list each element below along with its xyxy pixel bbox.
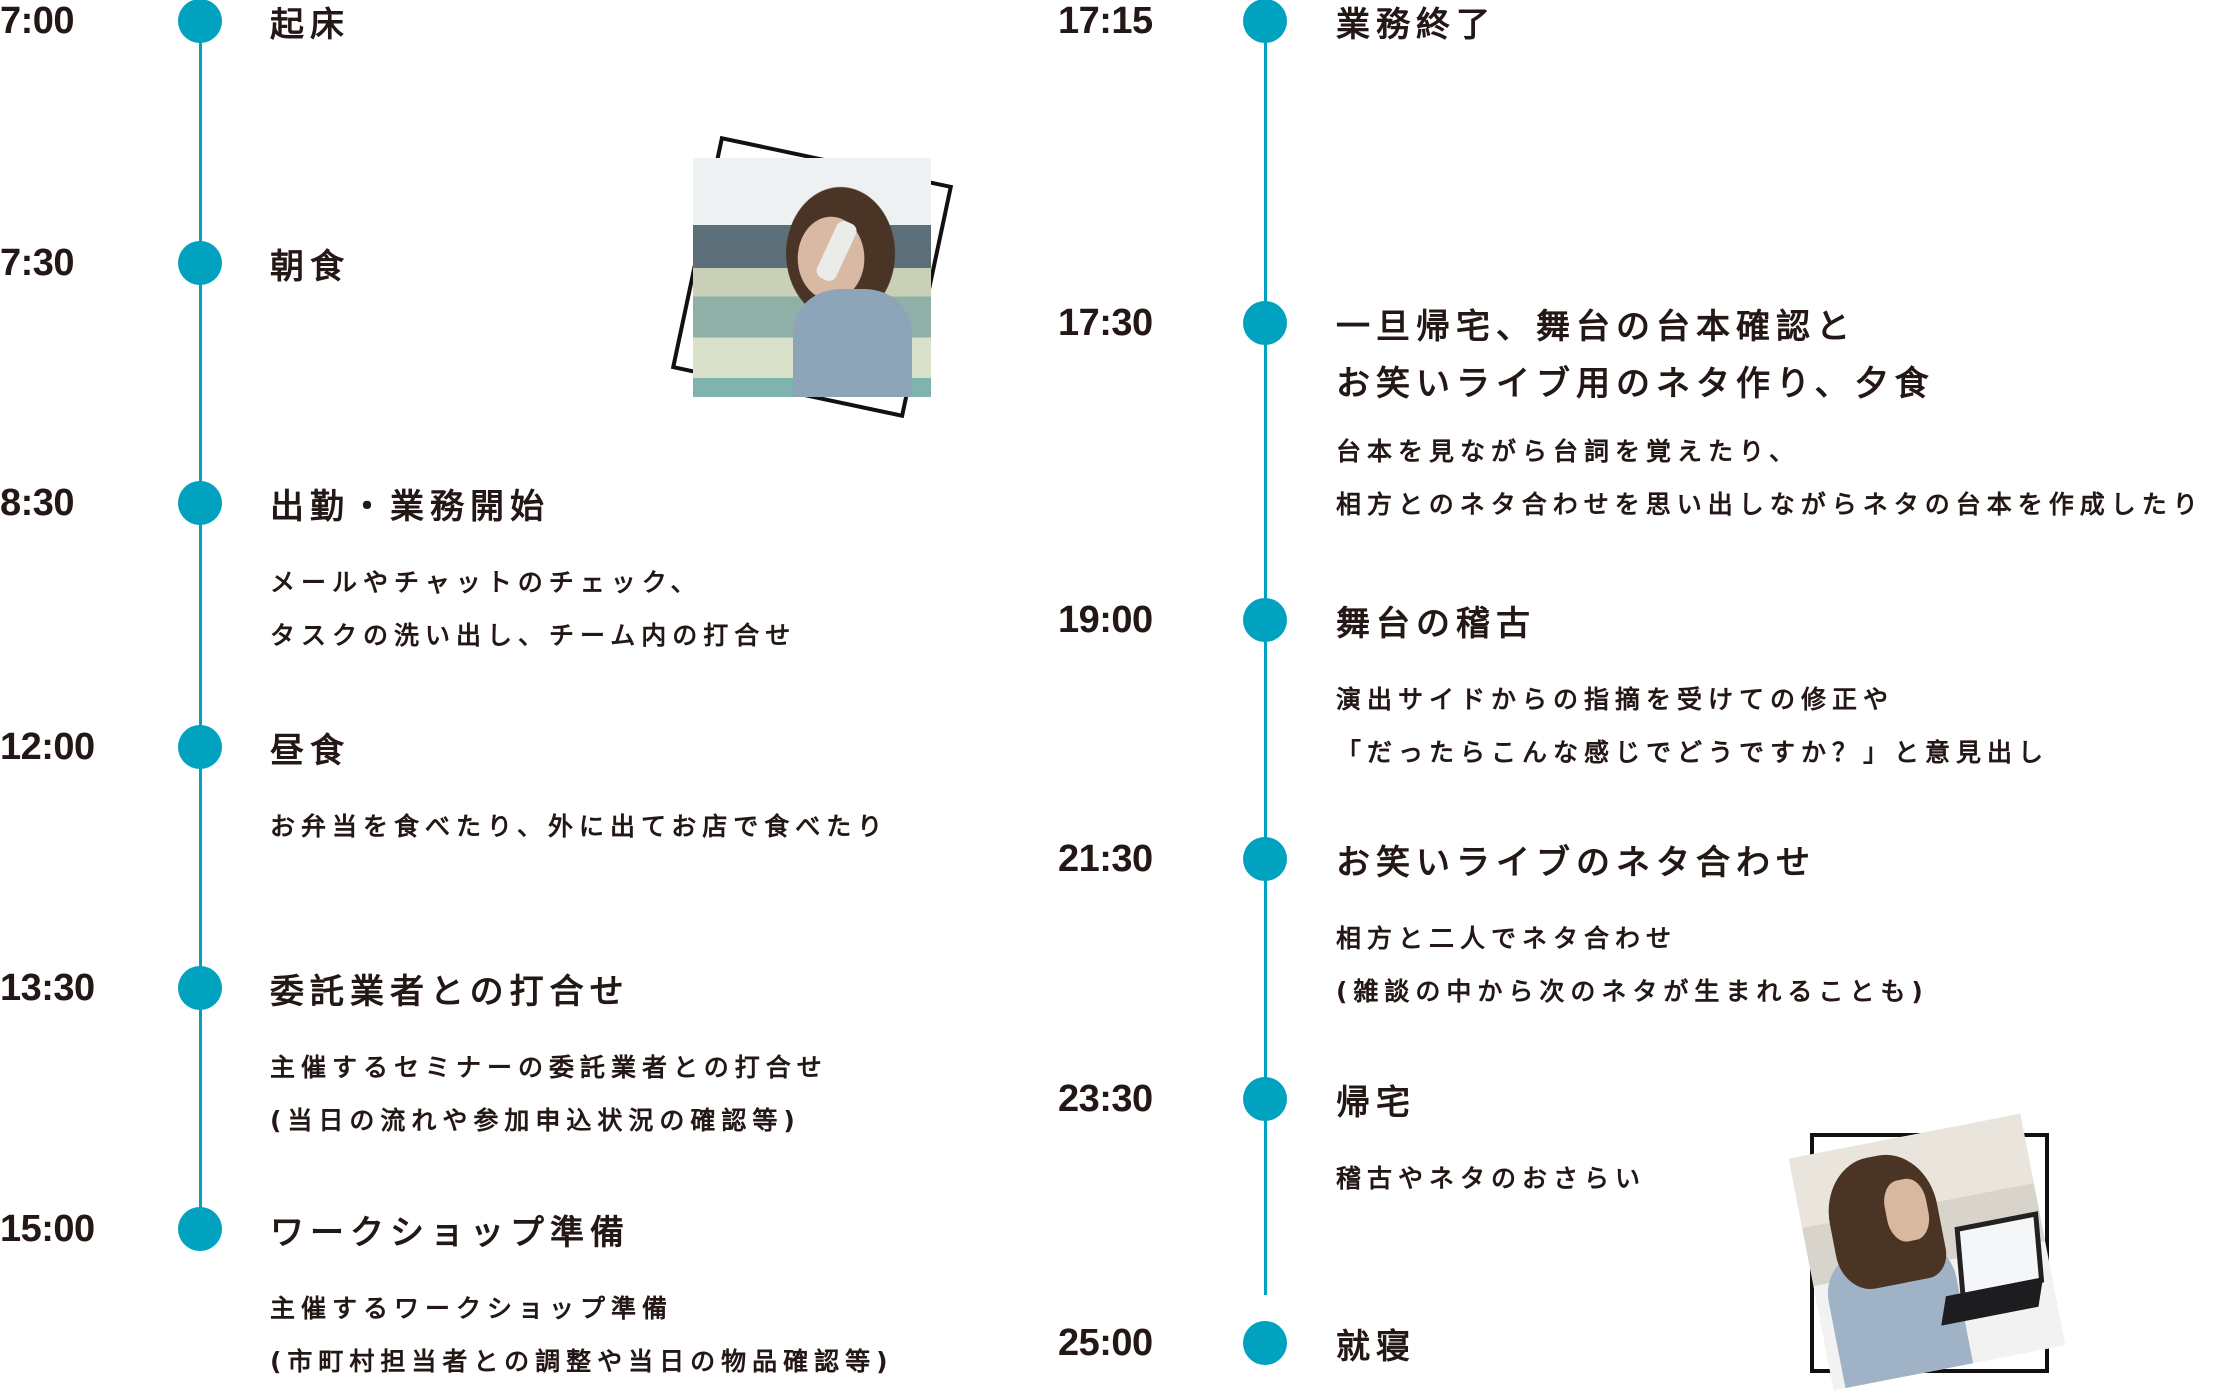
- entry-description: 演出サイドからの指摘を受けての修正や 「だったらこんな感じでどうですか？」と意見…: [1336, 685, 2050, 767]
- entry-time: 13:30: [0, 967, 95, 1009]
- timeline-dot-icon: [1243, 301, 1287, 345]
- entry-heading: ワークショップ準備: [270, 1213, 630, 1253]
- timeline-dot-icon: [1243, 1321, 1287, 1365]
- entry-heading: 就寝: [1336, 1327, 1416, 1367]
- entry-time: 25:00: [1058, 1322, 1153, 1364]
- photo-detail: [792, 289, 912, 397]
- entry-body: 舞台の稽古 演出サイドからの指摘を受けての修正や 「だったらこんな感じでどうです…: [1336, 596, 2049, 779]
- entry-body: 一旦帰宅、舞台の台本確認と お笑いライブ用のネタ作り、夕食 台本を見ながら台詞を…: [1336, 299, 2204, 531]
- timeline-dot-icon: [178, 481, 222, 525]
- photo-woman-on-phone: [693, 158, 931, 397]
- entry-body: 就寝: [1336, 1319, 1416, 1376]
- entry-heading: お笑いライブのネタ合わせ: [1336, 843, 1816, 883]
- entry-body: 朝食: [270, 239, 350, 296]
- entry-heading: 帰宅: [1336, 1083, 1416, 1123]
- timeline-dot-icon: [178, 0, 222, 43]
- entry-time: 19:00: [1058, 599, 1153, 641]
- entry-heading: 業務終了: [1336, 5, 1496, 45]
- entry-time: 7:30: [0, 242, 75, 284]
- entry-heading: 昼食: [270, 731, 350, 771]
- timeline-dot-icon: [178, 1207, 222, 1251]
- timeline-left: 7:00 起床 7:30 朝食 8:30 出勤・業務開始 メールやチャットのチェ…: [0, 0, 1040, 1394]
- entry-description: 台本を見ながら台詞を覚えたり、 相方とのネタ合わせを思い出しながらネタの台本を作…: [1336, 437, 2204, 519]
- entry-description: 相方と二人でネタ合わせ (雑談の中から次のネタが生まれることも): [1336, 924, 1929, 1006]
- entry-time: 21:30: [1058, 838, 1153, 880]
- timeline-dot-icon: [178, 725, 222, 769]
- photo-detail: [814, 218, 860, 284]
- entry-time: 8:30: [0, 482, 75, 524]
- timeline-dot-icon: [178, 241, 222, 285]
- entry-time: 23:30: [1058, 1078, 1153, 1120]
- timeline-right: 17:15 業務終了 17:30 一旦帰宅、舞台の台本確認と お笑いライブ用のネ…: [1040, 0, 2223, 1394]
- timeline-dot-icon: [1243, 837, 1287, 881]
- entry-body: 出勤・業務開始 メールやチャットのチェック、 タスクの洗い出し、チーム内の打合せ: [270, 479, 796, 662]
- entry-body: ワークショップ準備 主催するワークショップ準備 (市町村担当者との調整や当日の物…: [270, 1205, 894, 1388]
- entry-time: 7:00: [0, 0, 75, 42]
- entry-body: 起床: [270, 0, 350, 54]
- entry-heading: 委託業者との打合せ: [270, 972, 630, 1012]
- timeline-line: [199, 21, 202, 1228]
- entry-heading: 出勤・業務開始: [270, 487, 550, 527]
- entry-body: 帰宅 稽古やネタのおさらい: [1336, 1075, 1646, 1205]
- timeline-dot-icon: [178, 966, 222, 1010]
- entry-time: 17:15: [1058, 0, 1153, 42]
- entry-description: お弁当を食べたり、外に出てお店で食べたり: [270, 812, 889, 841]
- entry-description: 稽古やネタのおさらい: [1336, 1164, 1647, 1193]
- entry-body: お笑いライブのネタ合わせ 相方と二人でネタ合わせ (雑談の中から次のネタが生まれ…: [1336, 835, 1929, 1018]
- entry-heading: 一旦帰宅、舞台の台本確認と お笑いライブ用のネタ作り、夕食: [1336, 307, 1935, 404]
- timeline-dot-icon: [1243, 0, 1287, 43]
- timeline-dot-icon: [1243, 598, 1287, 642]
- entry-description: メールやチャットのチェック、 タスクの洗い出し、チーム内の打合せ: [270, 568, 797, 650]
- entry-body: 委託業者との打合せ 主催するセミナーの委託業者との打合せ (当日の流れや参加申込…: [270, 964, 828, 1147]
- entry-heading: 舞台の稽古: [1336, 604, 1536, 644]
- entry-description: 主催するワークショップ準備 (市町村担当者との調整や当日の物品確認等): [270, 1294, 894, 1376]
- timeline-dot-icon: [1243, 1077, 1287, 1121]
- entry-heading: 起床: [270, 5, 350, 45]
- entry-heading: 朝食: [270, 247, 350, 287]
- entry-body: 業務終了: [1336, 0, 1496, 54]
- entry-body: 昼食 お弁当を食べたり、外に出てお店で食べたり: [270, 723, 888, 853]
- entry-description: 主催するセミナーの委託業者との打合せ (当日の流れや参加申込状況の確認等): [270, 1053, 828, 1135]
- entry-time: 17:30: [1058, 302, 1153, 344]
- timeline-line: [1264, 21, 1267, 1295]
- entry-time: 15:00: [0, 1208, 95, 1250]
- photo-woman-using-laptop: [1788, 1113, 2066, 1391]
- entry-time: 12:00: [0, 726, 95, 768]
